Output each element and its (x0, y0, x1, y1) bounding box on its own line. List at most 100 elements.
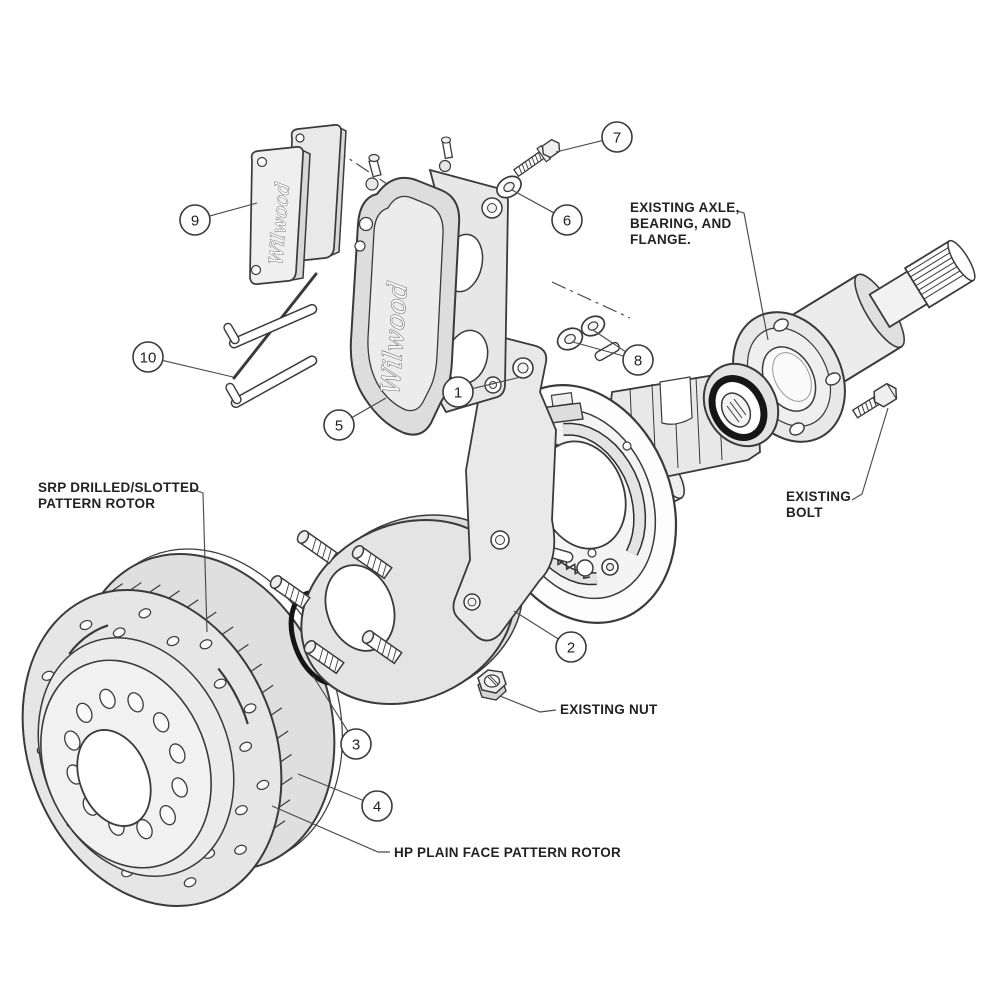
label-text-line: HP PLAIN FACE PATTERN ROTOR (394, 845, 621, 860)
label-leader (271, 805, 390, 853)
callout-number: 5 (335, 417, 343, 434)
retainer-clip-lower (225, 355, 318, 409)
axle-bearing (702, 362, 780, 448)
callout-leader (209, 202, 258, 217)
callout-1: 1 (442, 376, 522, 408)
brake-shoe-right-face (563, 424, 645, 556)
label-leader (736, 210, 769, 341)
label-text-line: EXISTING (786, 489, 851, 504)
washer-small (496, 175, 522, 199)
caliper: Wilwood (349, 136, 509, 436)
callout-4: 4 (297, 773, 393, 822)
adjuster-coil (576, 559, 594, 577)
flange-bore-line (772, 352, 812, 402)
callout-circle (555, 631, 587, 663)
label-leader (851, 407, 889, 501)
label-text-line: FLANGE. (630, 232, 691, 247)
mount-bolt (513, 138, 561, 178)
callout-leader (592, 329, 626, 353)
existing-bolt-part (851, 382, 898, 419)
callout-number: 8 (634, 352, 642, 369)
callout-5: 5 (323, 397, 387, 441)
callout-leader (351, 397, 387, 419)
bolt-axis (551, 281, 631, 319)
callout-circle (340, 728, 372, 760)
label-text-line: BOLT (786, 505, 823, 520)
label-hp-rotor: HP PLAIN FACE PATTERN ROTOR (271, 805, 621, 860)
callout-circle (622, 344, 654, 376)
mount-bolt-threads (518, 152, 542, 175)
brake-pads: Wilwood (249, 123, 347, 285)
callout-number: 2 (567, 639, 575, 656)
callout-circle (442, 376, 474, 408)
callout-leader (572, 341, 624, 357)
callout-number: 10 (140, 349, 157, 366)
label-leader (499, 695, 557, 713)
rotor-assembly (21, 548, 343, 907)
plate-hole-b (587, 548, 597, 558)
label-text-line: BEARING, AND (630, 216, 732, 231)
callout-8: 8 (572, 329, 654, 376)
label-text-line: PATTERN ROTOR (38, 496, 155, 511)
callout-circle (551, 204, 583, 236)
bleed-screw-right (438, 136, 454, 173)
backing-plate-assembly (452, 337, 761, 642)
crossover-fitting-b (354, 240, 366, 252)
callout-number: 3 (352, 736, 360, 753)
hardware (496, 138, 606, 351)
flange-hole-4 (773, 318, 789, 332)
callout-leader (472, 376, 522, 390)
axle-tip (947, 239, 976, 282)
callout-circle (601, 121, 633, 153)
callout-leader (297, 773, 364, 801)
hub-adapter (269, 514, 524, 706)
callout-10: 10 (132, 341, 234, 378)
callout-circle (361, 790, 393, 822)
label-leader (191, 488, 208, 633)
axle-assembly (702, 239, 976, 448)
flange-hole-1 (825, 372, 841, 386)
callout-circle (132, 341, 164, 373)
bleed-screw-left (365, 153, 382, 191)
rotor-center-hole (76, 729, 152, 827)
callout-7: 7 (555, 121, 633, 153)
caliper-logo-band (367, 195, 444, 412)
axle-splines (907, 244, 969, 300)
callout-leader (312, 675, 349, 732)
callout-circle (179, 204, 211, 236)
rotor-vent-ticks (111, 582, 293, 829)
crossover-fitting-a (358, 216, 374, 232)
existing-nut-part (477, 669, 507, 701)
retaining-pins (223, 272, 318, 409)
callout-number: 6 (563, 212, 571, 229)
callout-3: 3 (312, 675, 372, 760)
mount-bolt-head (541, 138, 561, 159)
caliper-bracket (452, 337, 557, 642)
hold-down-spring-right (601, 558, 619, 576)
callout-9: 9 (179, 202, 258, 236)
callout-number: 7 (613, 129, 621, 146)
callout-2: 2 (513, 610, 587, 663)
plate-hole-c (622, 441, 632, 451)
label-existing-nut: EXISTING NUT (499, 695, 658, 717)
brake-pad-front: Wilwood (249, 145, 311, 285)
wheel-studs (269, 530, 403, 675)
retainer-clip-upper (223, 303, 318, 349)
callout-leader (513, 610, 559, 640)
callout-number: 1 (454, 384, 462, 401)
callout-circle (323, 409, 355, 441)
callout-leader (555, 140, 603, 153)
callout-number: 4 (373, 798, 381, 815)
annotations-layer: 1 2 3 4 5 6 7 8 9 10 EXISTING AXLE,BEARING, ANDFLA… (38, 121, 889, 860)
callout-leader (511, 189, 555, 214)
label-text-line: EXISTING AXLE, (630, 200, 740, 215)
flange-hole-2 (789, 422, 805, 436)
callout-number: 9 (191, 212, 199, 229)
label-text-line: SRP DRILLED/SLOTTED (38, 480, 199, 495)
callout-leader (162, 359, 234, 378)
